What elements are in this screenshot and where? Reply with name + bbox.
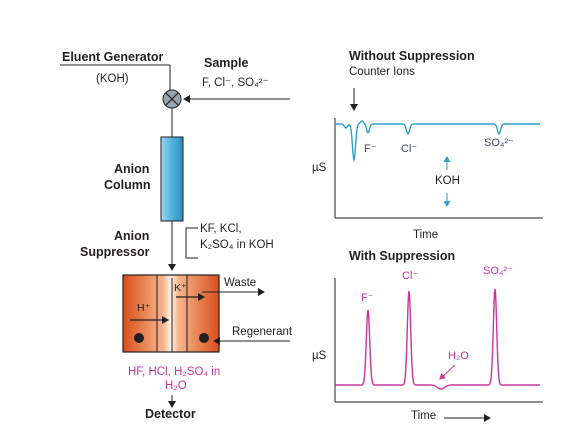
bottom-chart-x-label: Time: [411, 410, 437, 422]
bottom-chart-trace: [335, 288, 540, 390]
waste-label: Waste: [224, 277, 257, 289]
top-chart-x-label: Time: [413, 229, 439, 241]
kf-kcl-label: KF, KCl,: [200, 223, 242, 235]
sample-label: Sample: [204, 56, 249, 70]
top-chart-subtitle: Counter Ions: [349, 66, 415, 78]
top-chart-title: Without Suppression: [349, 49, 475, 63]
top-peak-so4-label: SO₄²⁻: [484, 137, 514, 149]
top-peak-cl-label: Cl⁻: [401, 143, 418, 155]
bottom-peak-so4-label: SO₄²⁻: [483, 265, 513, 277]
eluent-generator-label: Eluent Generator: [62, 50, 164, 64]
detector-label: Detector: [145, 407, 196, 421]
bottom-chart-y-label: µS: [312, 350, 327, 362]
top-chart-y-label: µS: [312, 162, 327, 174]
top-chart-trace: [335, 120, 540, 163]
koh-baseline-label: KOH: [435, 175, 460, 187]
suppressor-bead-right: [199, 333, 209, 343]
h-plus-label: H⁺: [137, 302, 151, 314]
anion-column-label-1: Anion: [114, 162, 150, 176]
sample-ions-label: F, Cl⁻, SO₄²⁻: [202, 77, 269, 89]
anion-suppressor-label-1: Anion: [114, 229, 150, 243]
bottom-peak-f-label: F⁻: [361, 292, 374, 304]
top-peak-f-label: F⁻: [364, 143, 377, 155]
acids-water-label: H₂O: [165, 380, 187, 392]
anion-column-label-2: Column: [104, 178, 151, 192]
k-plus-label: K⁺: [174, 282, 187, 294]
water-dip-arrow: [439, 364, 456, 380]
injection-valve-icon: [162, 89, 182, 109]
k2so4-label: K₂SO₄ in KOH: [200, 239, 274, 251]
bottom-peak-cl-label: Cl⁻: [402, 270, 419, 282]
koh-label: (KOH): [96, 73, 129, 85]
suppressor-bracket: [185, 227, 198, 259]
anion-suppressor-label-2: Suppressor: [80, 245, 150, 259]
anion-column: [160, 136, 184, 222]
regenerant-label: Regenerant: [232, 326, 293, 338]
suppressor-bead-left: [134, 333, 144, 343]
water-dip-label: H₂O: [448, 350, 469, 362]
acids-label: HF, HCl, H₂SO₄ in: [128, 366, 221, 378]
bottom-chart-title: With Suppression: [349, 249, 456, 263]
